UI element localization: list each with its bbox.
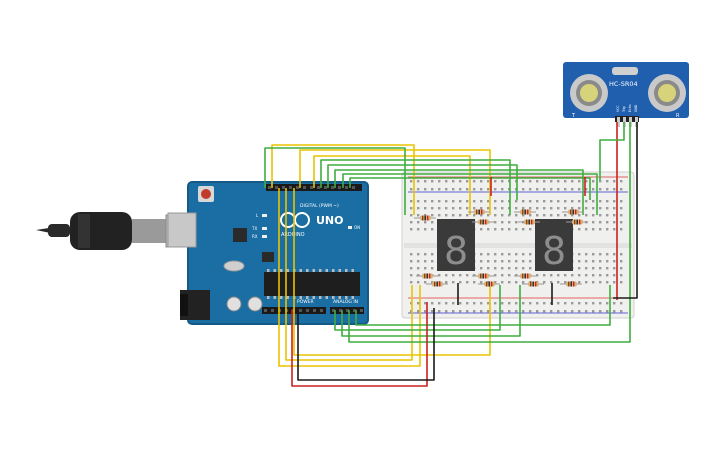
sensor-pin-label: VCC xyxy=(616,105,620,112)
analog-header-label: ANALOG IN xyxy=(333,299,358,305)
sensor-t-label: T xyxy=(571,113,576,119)
resistor xyxy=(514,273,536,279)
resistor xyxy=(416,273,438,279)
wire-yellow xyxy=(271,144,415,215)
resistors xyxy=(414,209,588,287)
sensor-model-label: HC-SR04 xyxy=(609,80,638,88)
sensor-pin-label: Trig xyxy=(622,106,626,113)
wire-green xyxy=(349,177,591,200)
resistor xyxy=(472,273,494,279)
resistor xyxy=(478,281,500,287)
wire-green xyxy=(341,285,521,337)
resistor xyxy=(518,219,540,225)
wire-yellow xyxy=(293,188,491,356)
seven-segment-display-1: 8 xyxy=(437,219,475,273)
wire-black xyxy=(297,308,435,381)
l-led-label: L xyxy=(256,213,259,218)
wire-green xyxy=(599,122,625,180)
usb-jack xyxy=(167,212,197,248)
arduino-logo-text: ARDUINO xyxy=(281,232,305,238)
resistor xyxy=(514,209,536,215)
wire-yellow xyxy=(299,149,491,215)
resistor xyxy=(472,219,494,225)
display-1-digit: 8 xyxy=(444,229,468,273)
resistor xyxy=(562,209,584,215)
wires xyxy=(264,122,638,387)
wire-green xyxy=(327,164,518,200)
wire-black xyxy=(613,122,638,299)
seven-segment-display-2: 8 xyxy=(535,219,573,273)
resistor xyxy=(468,209,490,215)
resistor xyxy=(566,219,588,225)
wire-green xyxy=(334,285,501,331)
wire-green xyxy=(334,169,584,215)
wire-red xyxy=(291,302,428,387)
breadboard xyxy=(401,171,635,319)
resistor xyxy=(522,281,544,287)
uno-label: UNO xyxy=(316,214,344,227)
rx-led-label: RX xyxy=(252,234,258,239)
sensor-pin-label: Echo xyxy=(628,104,632,112)
reset-button[interactable] xyxy=(201,189,211,199)
wire-yellow xyxy=(285,188,413,361)
resistor xyxy=(560,281,582,287)
digital-header-label: DIGITAL (PWM ~) xyxy=(300,203,339,209)
wire-green xyxy=(342,173,598,215)
wire-green xyxy=(348,122,631,343)
display-2-digit: 8 xyxy=(542,229,566,273)
sensor-r-label: R xyxy=(676,113,680,119)
sensor-pin-label: GND xyxy=(634,104,638,112)
wire-green xyxy=(320,159,511,215)
resistor xyxy=(414,215,436,221)
tx-led-label: TX xyxy=(251,226,257,231)
arduino-uno-board: ARDUINO UNO DIGITAL (PWM ~) POWER ANALOG… xyxy=(167,181,369,325)
atmega-chip xyxy=(264,272,360,296)
receiver-transducer xyxy=(648,74,686,112)
arduino-logo: ARDUINO xyxy=(280,212,310,238)
wire-green xyxy=(355,285,611,326)
transmitter-transducer xyxy=(570,74,608,112)
resistor xyxy=(426,281,448,287)
wire-green xyxy=(264,147,406,215)
power-header-label: POWER xyxy=(297,299,314,305)
wire-yellow xyxy=(313,155,471,215)
on-led-label: ON xyxy=(354,225,360,230)
